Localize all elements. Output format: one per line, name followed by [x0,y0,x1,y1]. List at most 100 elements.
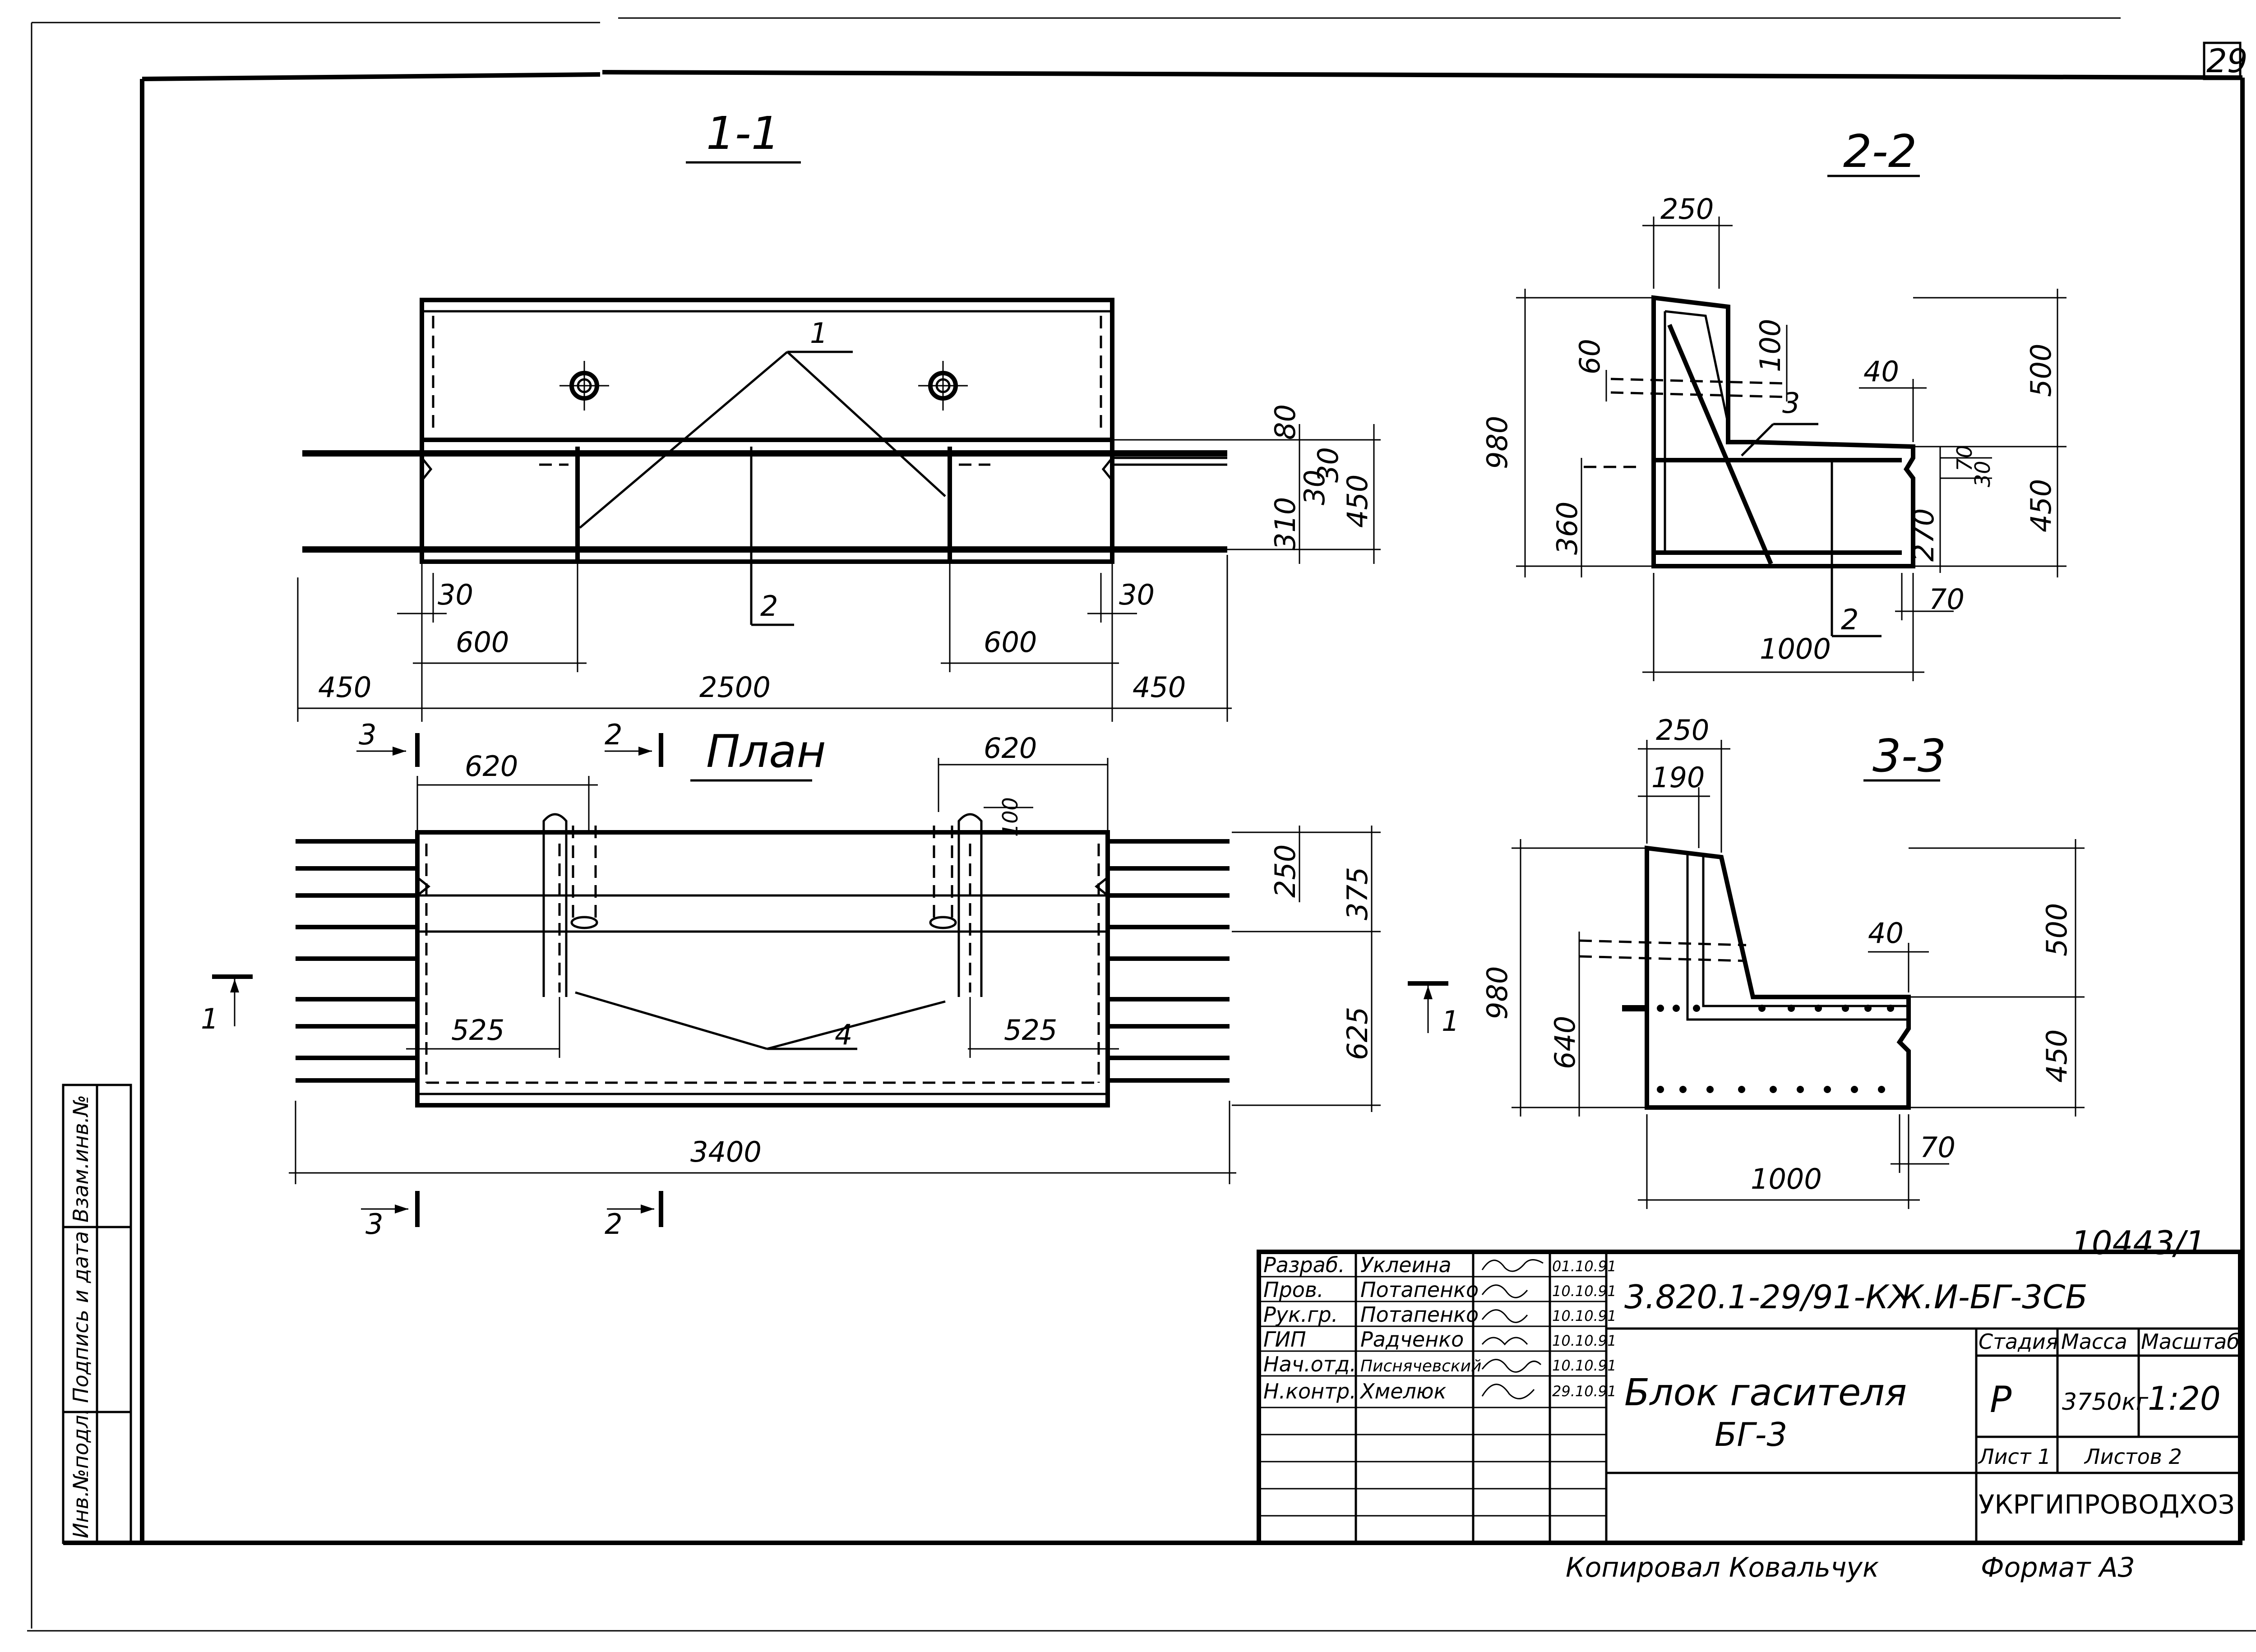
page-number-box [2203,42,2242,80]
title-block: Разраб. Пров. Рук.гр. ГИП Нач.отд. Н.кон… [1257,1250,2242,1545]
dim-plan-right525: 525 [1004,1014,1057,1047]
tb-document-code: 3.820.1-29/91-КЖ.И-БГ-3СБ [1624,1278,2088,1316]
marker-1-right: 1 [1442,1005,1459,1038]
tb-signatures [1481,1259,1544,1399]
tb-date-5: 29.10.91 [1552,1383,1617,1400]
plan-lifting-loop-right [929,813,983,997]
dim-1-1-left-600: 600 [456,626,509,659]
dim-1-1-h80: 80 [1269,404,1302,440]
tb-mass-label: Масса [2061,1329,2127,1354]
callout-3-label: 3 [1782,387,1800,420]
tb-scale-label: Масштаб [2141,1329,2240,1354]
tb-scale-value: 1:20 [2148,1380,2221,1417]
section-3-3-dimensions: 250 190 980 640 40 500 450 70 [1481,714,2085,1209]
callout-2-label: 2 [760,590,778,623]
side-stamp-col2: Подпись и дата [69,1231,93,1403]
dim-3-3-d190: 190 [1651,761,1705,794]
tb-name-4: Писнячевский [1360,1357,1481,1375]
side-stamp: Взам.инв.№ Подпись и дата Инв.№подл. [62,1084,132,1544]
dim-3-3-d40: 40 [1868,917,1904,950]
marker-3-bottom: 3 [365,1208,383,1241]
dim-2-2-h270: 270 [1907,508,1940,562]
section-3-3-view: 3-3 [1481,714,2085,1209]
tb-organization: УКРГИПРОВОДХОЗ [1979,1489,2235,1520]
tb-date-0: 01.10.91 [1552,1258,1617,1275]
tb-name-1: Потапенко [1360,1278,1479,1302]
dim-2-2-h500: 500 [2025,344,2057,397]
marker-2-bottom: 2 [605,1208,622,1241]
tb-date-4: 10.10.91 [1552,1357,1617,1374]
tb-name-2: Потапенко [1360,1302,1479,1327]
section-3-3-rebar-dots [1657,1005,1894,1093]
tb-date-1: 10.10.91 [1552,1283,1617,1300]
tb-date-2: 10.10.91 [1552,1307,1617,1324]
dim-1-1-h450: 450 [1341,475,1374,528]
dim-2-2-h360: 360 [1551,502,1584,555]
tb-stage-label: Стадия [1979,1329,2058,1354]
dim-2-2-d30b: 30 [1970,461,1995,487]
dim-plan-total3400: 3400 [690,1135,762,1168]
dim-1-1-total: 2500 [699,671,771,704]
dim-plan-d100: 100 [998,797,1022,837]
section-1-1-view: 1-1 1 2 [297,107,1381,722]
dim-2-2-d40: 40 [1863,355,1899,388]
dim-1-1-h30b: 30 [1298,470,1331,505]
tb-role-3: ГИП [1263,1327,1306,1352]
dim-3-3-top250: 250 [1656,714,1709,747]
dim-3-3-h640: 640 [1549,1016,1581,1069]
plan-lifting-loop-left [542,813,598,997]
section-1-1-dimensions: 450 2500 450 600 600 30 30 80 30 30 310 [297,404,1381,722]
plan-title: План [706,725,826,778]
dim-3-3-h980: 980 [1481,966,1514,1020]
dim-plan-right620: 620 [984,732,1037,765]
page-number: 29 [2206,42,2248,80]
tb-role-1: Пров. [1263,1278,1324,1302]
dim-3-3-h450: 450 [2040,1029,2073,1083]
tb-object-mark: БГ-3 [1715,1416,1787,1454]
tb-date-3: 10.10.91 [1552,1332,1617,1349]
tb-name-0: Уклеина [1360,1253,1452,1277]
dim-plan-h250: 250 [1269,844,1302,898]
sheet-frame: 29 [27,17,2256,1632]
side-stamp-col1: Инв.№подл. [69,1408,93,1538]
dim-1-1-left-overhang: 450 [318,671,371,704]
callout-2-2-label: 2 [1841,603,1858,636]
dim-2-2-w1000: 1000 [1760,632,1831,665]
tb-stage-value: Р [1990,1379,2012,1421]
dim-plan-left620: 620 [465,750,518,783]
tb-mass-value: 3750кг [2062,1389,2149,1416]
tb-role-4: Нач.отд. [1263,1352,1356,1376]
dim-1-1-right-600: 600 [984,626,1037,659]
marker-2-top: 2 [605,718,622,751]
dim-2-2-h450: 450 [2025,479,2057,532]
dim-2-2-d100: 100 [1754,319,1787,372]
tb-role-0: Разраб. [1263,1253,1345,1277]
marker-3-top: 3 [359,718,376,751]
dim-plan-h625: 625 [1341,1007,1374,1060]
section-2-2-dimensions: 250 980 360 60 100 40 500 450 70 30 [1481,193,2066,681]
dim-plan-left525: 525 [451,1014,504,1047]
dim-1-1-h30a: 30 [1312,447,1345,483]
tb-object-name: Блок гасителя [1624,1371,1907,1414]
dim-1-1-h310: 310 [1269,497,1302,550]
tb-name-5: Хмелюк [1359,1379,1447,1403]
plan-rebar-stubs [296,839,1230,1083]
dim-1-1-right-overhang: 450 [1133,671,1186,704]
tb-sheets-label: Листов 2 [2084,1444,2182,1469]
marker-1-left: 1 [201,1002,218,1035]
section-2-2-view: 2-2 3 2 250 980 360 [1481,125,2066,681]
drawing-number: 10443/1 [2071,1224,2206,1262]
dim-2-2-d70a: 70 [1952,445,1977,471]
plan-section-markers: 3 2 3 2 1 1 [201,718,1459,1241]
dim-1-1-right-30: 30 [1119,578,1155,611]
plan-view: План [201,718,1459,1241]
section-1-1-title: 1-1 [706,107,780,160]
dim-3-3-w1000: 1000 [1751,1163,1822,1195]
plan-dimensions: 620 620 100 250 375 625 525 525 3400 [289,732,1381,1184]
section-3-3-title: 3-3 [1872,729,1946,782]
sheet-format: Формат А3 [1981,1552,2135,1583]
tb-sheet-label: Лист 1 [1978,1444,2051,1469]
tb-name-3: Радченко [1360,1327,1464,1352]
callout-1-label: 1 [810,317,828,350]
